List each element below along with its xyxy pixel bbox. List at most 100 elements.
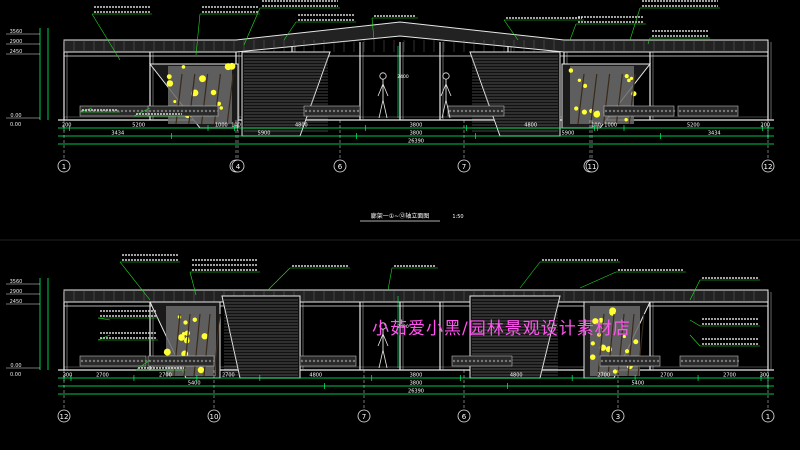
- bench-texture: [109, 360, 111, 362]
- bench-texture: [633, 360, 635, 362]
- bench-texture: [649, 110, 651, 112]
- bench-texture: [189, 110, 191, 112]
- bench-texture: [477, 110, 479, 112]
- bench-texture: [457, 110, 459, 112]
- bench-texture: [681, 360, 683, 362]
- axis-label: 1: [62, 163, 66, 171]
- dimension-label: 3800: [410, 373, 423, 379]
- leader-line: [520, 262, 540, 288]
- dimension-label: 26390: [408, 139, 424, 145]
- human-figure: [379, 350, 383, 368]
- bench-texture: [129, 360, 131, 362]
- axis-label: 10: [210, 413, 219, 421]
- level-label: 2900: [10, 289, 23, 295]
- bench-texture: [169, 110, 171, 112]
- bench-texture: [341, 110, 343, 112]
- bench-texture: [177, 110, 179, 112]
- bench-texture: [157, 110, 159, 112]
- bench-texture: [613, 110, 615, 112]
- bench-texture: [161, 110, 163, 112]
- bench-texture: [453, 360, 455, 362]
- bench-texture: [489, 360, 491, 362]
- axis-label: 11: [588, 163, 597, 171]
- bench-texture: [189, 360, 191, 362]
- bench-texture: [601, 360, 603, 362]
- plant-foliage: [624, 118, 627, 121]
- bench-texture: [731, 110, 733, 112]
- bench-texture: [653, 360, 655, 362]
- bench-texture: [165, 110, 167, 112]
- leader-line: [268, 268, 290, 290]
- bench-texture: [157, 360, 159, 362]
- plant-foliage: [202, 333, 208, 339]
- plant-foliage: [193, 318, 197, 322]
- bench-texture: [699, 110, 701, 112]
- bench-texture: [485, 110, 487, 112]
- axis-label: 7: [362, 413, 366, 421]
- bench-texture: [149, 110, 151, 112]
- bench-texture: [209, 360, 211, 362]
- dimension-label: 5400: [188, 381, 201, 387]
- bench-texture: [721, 360, 723, 362]
- bench-texture: [473, 360, 475, 362]
- human-figure: [383, 84, 388, 96]
- bench-texture: [137, 110, 139, 112]
- bench-texture: [173, 360, 175, 362]
- bench-texture: [717, 360, 719, 362]
- level-label: 2450: [10, 299, 23, 305]
- bench-texture: [325, 110, 327, 112]
- plant-foliage: [578, 79, 581, 82]
- bench-texture: [217, 110, 219, 112]
- bench-texture: [473, 110, 475, 112]
- plant-foliage: [569, 68, 573, 72]
- bench-texture: [465, 110, 467, 112]
- dimension-label: 2700: [597, 373, 610, 379]
- plant-foliage: [574, 106, 578, 110]
- bench-texture: [661, 110, 663, 112]
- leader-line: [388, 268, 392, 290]
- bench-texture: [349, 360, 351, 362]
- bench-texture: [353, 360, 355, 362]
- bench: [300, 356, 356, 366]
- dimension-label: 3800: [410, 381, 423, 387]
- plant-foliage: [633, 339, 638, 344]
- bench-texture: [205, 110, 207, 112]
- plant-foliage: [582, 109, 587, 114]
- roof-beam: [64, 290, 768, 302]
- bench-texture: [205, 360, 207, 362]
- louver-wall: [242, 52, 330, 136]
- roof-beam: [64, 22, 768, 52]
- bench-texture: [105, 360, 107, 362]
- bench-texture: [309, 360, 311, 362]
- bench-texture: [141, 360, 143, 362]
- bench-texture: [625, 360, 627, 362]
- dimension-label: 1000: [604, 123, 617, 129]
- plant-foliage: [211, 90, 217, 96]
- bench-texture: [117, 360, 119, 362]
- plant-foliage: [590, 354, 596, 360]
- bench-texture: [679, 110, 681, 112]
- bench-texture: [129, 110, 131, 112]
- plant-foliage: [185, 330, 190, 335]
- dimension-label: 2700: [723, 373, 736, 379]
- human-figure: [443, 73, 449, 79]
- plant-foliage: [199, 75, 206, 82]
- bench-texture: [305, 110, 307, 112]
- bench-texture: [345, 110, 347, 112]
- dimension-label: 1000: [215, 123, 228, 129]
- bench-texture: [85, 360, 87, 362]
- human-figure: [441, 84, 446, 96]
- bench-texture: [657, 110, 659, 112]
- bench-texture: [321, 360, 323, 362]
- bench-texture: [181, 110, 183, 112]
- bench-texture: [687, 110, 689, 112]
- bench-texture: [697, 360, 699, 362]
- bench-texture: [485, 360, 487, 362]
- plant-foliage: [625, 349, 629, 353]
- bench-texture: [173, 110, 175, 112]
- leader-line: [580, 272, 616, 288]
- bench-texture: [137, 360, 139, 362]
- bench-texture: [153, 110, 155, 112]
- bench-texture: [97, 360, 99, 362]
- plant-foliage: [182, 65, 186, 69]
